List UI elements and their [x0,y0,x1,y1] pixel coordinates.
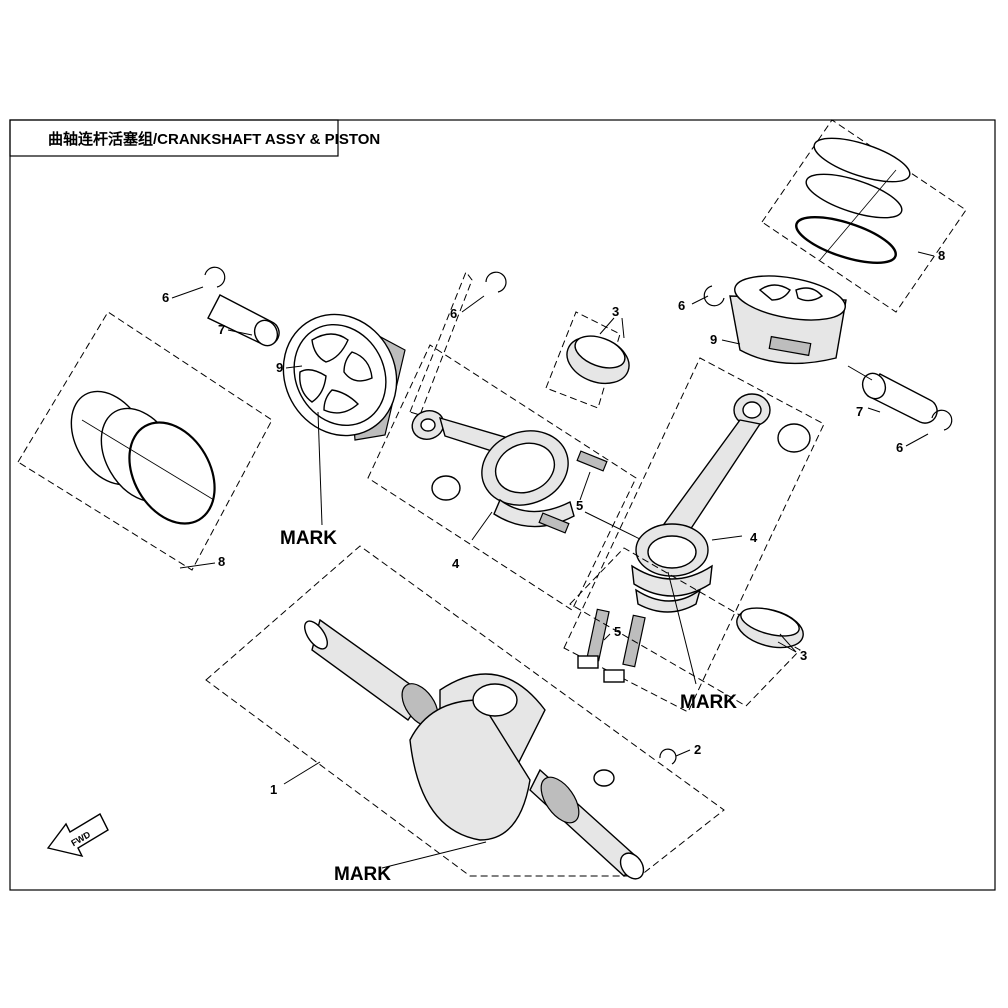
fwd-arrow-icon: FWD [46,813,109,858]
mark-label-conrod: MARK [680,692,737,713]
piston-pin-right [847,365,938,424]
piston-pin-left [207,294,280,347]
piston-rings-left [17,311,273,571]
conrod-right [563,357,825,713]
callout-rings-left: 8 [218,554,225,569]
piston-right [721,275,847,365]
callout-piston-right: 9 [710,332,717,347]
callout-circlip-r2: 6 [896,440,903,455]
mark-label-piston: MARK [280,528,337,549]
callout-circlip-crank: 2 [694,742,701,757]
callout-circlip-l2: 6 [450,306,457,321]
bearing-left [545,311,630,409]
page-title: 曲轴连杆活塞组/CRANKSHAFT ASSY & PISTON [48,130,380,148]
conrod-left [367,270,637,611]
circlip-right-upper [691,285,725,307]
conrod-bolts-right [577,608,646,683]
circlip-crank [659,748,691,765]
crankshaft [205,545,725,880]
conrod-bolts-left [538,450,653,546]
piston-left [282,313,406,526]
piston-rings-right [761,119,967,313]
callout-conrod-right: 4 [750,530,758,545]
callout-crankshaft: 1 [270,782,277,797]
mark-label-crankshaft: MARK [334,864,391,885]
callout-piston-left: 9 [276,360,283,375]
title-box [9,119,339,157]
circlip-mid [461,271,507,313]
callout-pin-right: 7 [856,404,863,419]
callout-bolt-right: 5 [614,624,621,639]
callout-pin-left: 7 [218,322,225,337]
callout-bearing-left: 3 [612,304,619,319]
callout-bolt-left: 5 [576,498,583,513]
callout-circlip-l1: 6 [162,290,169,305]
callout-conrod-left: 4 [452,556,460,571]
circlip-left-upper [171,266,226,299]
callout-circlip-r1: 6 [678,298,685,313]
bearing-right [569,547,804,707]
circlip-right-lower [905,409,953,447]
callout-rings-right: 8 [938,248,945,263]
callout-bearing-right: 3 [800,648,807,663]
diagram-frame [9,119,996,891]
